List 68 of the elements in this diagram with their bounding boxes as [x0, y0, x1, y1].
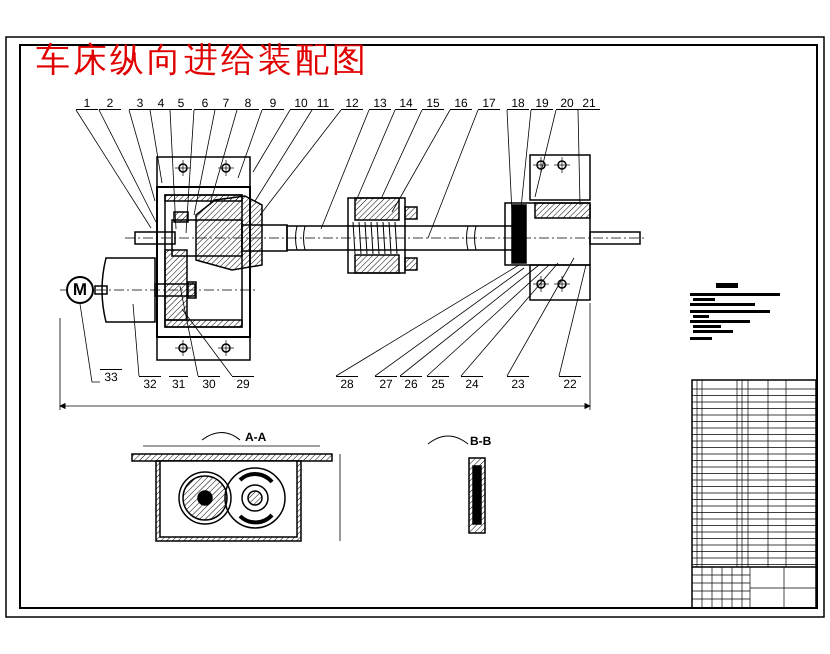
leader-line [426, 264, 550, 376]
callout-number: 24 [461, 376, 483, 390]
leader-line [460, 262, 558, 376]
callout-number: 30 [198, 376, 220, 390]
callout-number: 12 [341, 96, 363, 110]
leader-line [128, 110, 156, 202]
leader-line [578, 110, 580, 206]
leader-line [76, 110, 152, 228]
leader-line [506, 110, 512, 214]
callout-number: 29 [232, 376, 254, 390]
callout-number: 20 [556, 96, 578, 110]
callout-number: 25 [427, 376, 449, 390]
leader-line [150, 110, 162, 184]
callout-number: 28 [336, 376, 358, 390]
leader-line [558, 264, 586, 376]
leader-line [194, 110, 216, 216]
leader-line [336, 264, 520, 376]
section-label: B-B [470, 434, 492, 448]
callout-number: 14 [395, 96, 417, 110]
callout-number: 26 [400, 376, 422, 390]
leader-line [170, 110, 176, 230]
callout-number: 32 [139, 376, 161, 390]
leader-line [356, 110, 396, 202]
leader-line [238, 110, 262, 178]
callout-number: 22 [559, 376, 581, 390]
leader-line [182, 308, 232, 376]
callout-number: 27 [375, 376, 397, 390]
callout-number: 19 [531, 96, 553, 110]
drawing-title: 车床纵向进给装配图 [36, 40, 369, 80]
callout-number: 17 [478, 96, 500, 110]
callout-number: 10 [290, 96, 312, 110]
callout-number: 18 [507, 96, 529, 110]
callout-number: 1 [76, 96, 98, 110]
leader-line [252, 110, 290, 172]
leader-line [380, 110, 422, 200]
callout-number: 21 [578, 96, 600, 110]
callout-number: 23 [507, 376, 529, 390]
callout-number: 7 [215, 96, 237, 110]
callout-number: 15 [422, 96, 444, 110]
leader-line [210, 110, 238, 204]
leader-line [400, 264, 540, 376]
leader-line [254, 110, 312, 202]
callout-number: 3 [129, 96, 151, 110]
callout-number: 11 [312, 96, 334, 110]
callout-number: 31 [169, 376, 188, 391]
leader-line [506, 258, 574, 376]
leader-line [98, 110, 156, 222]
callout-number: 2 [99, 96, 121, 110]
leader-line [80, 304, 100, 382]
callout-number: 13 [369, 96, 391, 110]
section-label: A-A [245, 430, 266, 444]
callout-number: 9 [262, 96, 284, 110]
leader-line [320, 110, 370, 230]
leader-line [132, 304, 140, 376]
callout-number: 4 [150, 96, 172, 110]
leader-line [180, 286, 198, 376]
leader-line [260, 110, 342, 216]
leader-line [534, 110, 556, 198]
callout-number: 33 [100, 369, 122, 383]
leader-line [392, 110, 450, 212]
motor-symbol: M [66, 276, 94, 304]
callout-number: 16 [450, 96, 472, 110]
leader-line [428, 110, 478, 238]
leader-line [186, 110, 194, 234]
callout-number: 6 [194, 96, 216, 110]
leader-line [374, 268, 524, 376]
callout-number: 5 [170, 96, 192, 110]
callout-number: 8 [237, 96, 259, 110]
